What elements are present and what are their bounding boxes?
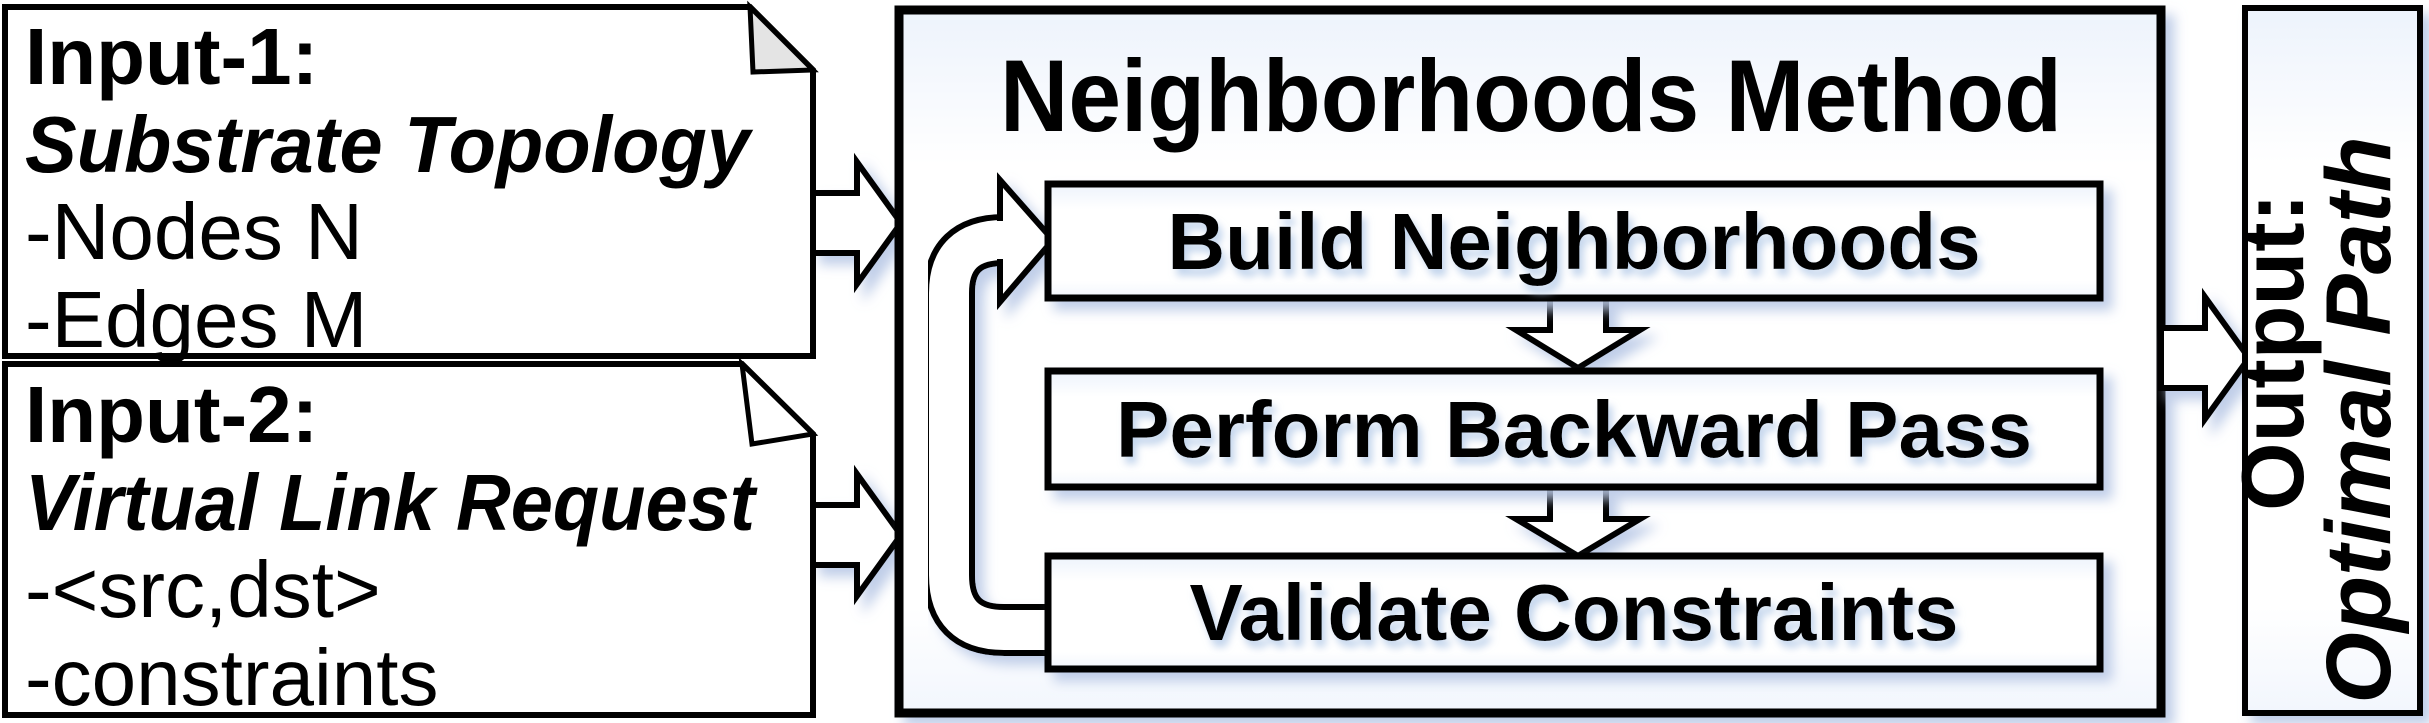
input2-subtitle: Virtual Link Request <box>25 458 758 547</box>
down-arrow-1 <box>1505 295 1651 372</box>
output-value: Optimal Path <box>2308 136 2410 703</box>
output-label: Output: <box>2223 193 2322 511</box>
step-label-validate: Validate Constraints <box>1189 568 1958 657</box>
loop-band-inner <box>929 220 1052 650</box>
step-label-build: Build Neighborhoods <box>1167 197 1980 286</box>
step-label-backward-pass: Perform Backward Pass <box>1116 385 2032 474</box>
arrow-method-to-output <box>2158 287 2253 429</box>
down-arrow-2 <box>1505 484 1651 560</box>
input2-label: Input-2: <box>25 370 318 459</box>
step-box-backward-pass <box>1044 367 2104 491</box>
step-box-build <box>1044 180 2104 302</box>
loop-arrowhead-throat <box>996 221 1006 259</box>
input1-label: Input-1: <box>25 12 318 101</box>
method-title: Neighborhoods Method <box>1000 39 2062 153</box>
input1-item: -Edges M <box>25 275 367 364</box>
output-box <box>2242 5 2423 716</box>
arrow-input1-to-method <box>810 152 905 294</box>
input2-note: Input-2: Virtual Link Request -<src,dst>… <box>2 357 819 722</box>
step-box-validate <box>1044 552 2104 673</box>
input2-note-shape <box>2 361 816 718</box>
input2-item: -constraints <box>25 633 438 722</box>
loop-back-arrow <box>923 172 1057 656</box>
arrow-input2-to-method <box>810 464 905 606</box>
input2-folded-corner-icon <box>738 357 819 447</box>
input1-item: -Nodes N <box>25 187 363 276</box>
input2-item: -<src,dst> <box>25 545 381 634</box>
input1-note-shape <box>2 4 816 359</box>
input1-subtitle: Substrate Topology <box>25 100 753 189</box>
input1-note: Input-1: Substrate Topology -Nodes N -Ed… <box>2 0 819 364</box>
input1-folded-corner-icon <box>747 0 819 75</box>
